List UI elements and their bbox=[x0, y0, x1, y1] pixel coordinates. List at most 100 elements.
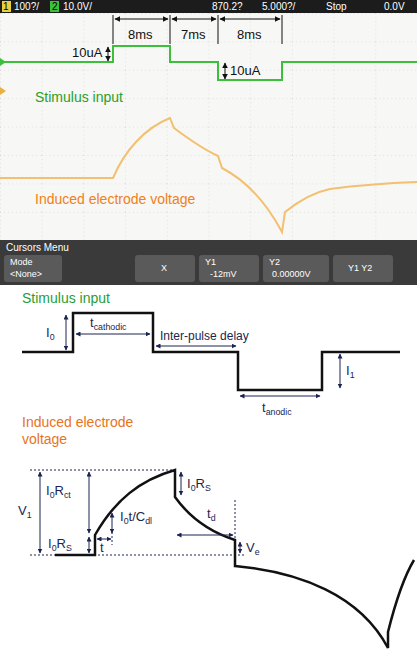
label-group: 7ms bbox=[181, 28, 206, 41]
voltage-waveform bbox=[55, 470, 414, 648]
scope-menu-bar bbox=[0, 240, 417, 285]
annotation-label: 5.000?/ bbox=[262, 1, 295, 12]
scope-screen bbox=[0, 13, 417, 240]
stimulus-trace bbox=[0, 46, 417, 80]
annotation-label: 10.0V/ bbox=[63, 1, 92, 12]
label-group: Inter-pulse delay bbox=[160, 330, 249, 342]
label-group: I1 bbox=[346, 364, 355, 377]
label-group: 0.0V bbox=[384, 2, 405, 12]
label-group: 0.00000V bbox=[272, 270, 311, 279]
label-group: 8ms bbox=[237, 28, 262, 41]
label-group: 100?/ bbox=[14, 2, 39, 12]
label-group: Induced electrode voltage bbox=[35, 192, 195, 206]
annotation-label: I bbox=[187, 476, 191, 491]
annotation-label: Inter-pulse delay bbox=[160, 329, 249, 343]
label-group: -12mV bbox=[210, 270, 237, 279]
annotation-label: 870.2? bbox=[212, 1, 243, 12]
label-group: 10.0V/ bbox=[63, 2, 92, 12]
label-group: I0 bbox=[46, 326, 55, 339]
label-group: Induced electrode voltage bbox=[22, 414, 157, 448]
subscript-label: 0 bbox=[50, 332, 55, 342]
subscript-label: 0 bbox=[50, 490, 55, 500]
subscript-label: 0 bbox=[124, 516, 129, 526]
annotation-label: t bbox=[90, 315, 94, 330]
annotation-label: Stimulus input bbox=[22, 290, 110, 306]
label-group: V1 bbox=[18, 504, 32, 517]
annotation-label: 8ms bbox=[237, 27, 262, 42]
label-group: Mode bbox=[10, 258, 33, 267]
label-group: tcathodic bbox=[90, 316, 127, 329]
annotation-label: 8ms bbox=[128, 27, 153, 42]
annotation-label: 2 bbox=[52, 1, 58, 12]
subscript-label: dl bbox=[145, 516, 152, 526]
annotation-label: 0.0V bbox=[384, 1, 405, 12]
label-group: 870.2? bbox=[212, 2, 243, 12]
annotation-label: <None> bbox=[10, 269, 42, 279]
annotation-label: V bbox=[246, 540, 255, 555]
subscript-label: anodic bbox=[266, 407, 292, 417]
subscript-label: cathodic bbox=[94, 322, 127, 332]
label-group: Stimulus input bbox=[22, 291, 110, 305]
annotation-label: Y1 Y2 bbox=[348, 263, 372, 273]
annotation-label: t bbox=[207, 506, 211, 521]
annotation-label: t bbox=[262, 400, 266, 415]
subscript-label: d bbox=[211, 513, 216, 523]
label-group: Y1 bbox=[205, 258, 216, 267]
annotation-label: Stimulus input bbox=[35, 89, 123, 105]
label-group: Stimulus input bbox=[35, 90, 123, 104]
annotation-label: -12mV bbox=[210, 269, 237, 279]
annotation-label: R bbox=[57, 536, 66, 551]
subscript-label: 0 bbox=[52, 543, 57, 553]
annotation-label: 10uA bbox=[72, 45, 102, 60]
scope-status-bar bbox=[0, 0, 417, 13]
annotation-label: Induced electrode voltage bbox=[22, 414, 133, 447]
annotation-label: R bbox=[55, 483, 64, 498]
voltage-trace bbox=[0, 118, 417, 232]
label-group: tanodic bbox=[262, 401, 292, 414]
label-group: 10uA bbox=[72, 46, 102, 59]
annotation-label: 0.00000V bbox=[272, 269, 311, 279]
label-group: <None> bbox=[10, 270, 42, 279]
label-group: I0RS bbox=[48, 537, 72, 550]
label-group: t bbox=[100, 541, 104, 554]
subscript-label: 1 bbox=[27, 510, 32, 520]
label-group: 10uA bbox=[230, 64, 260, 77]
label-group: Y2 bbox=[269, 258, 280, 267]
annotation-label: I bbox=[46, 325, 50, 340]
annotation-label: Mode bbox=[10, 257, 33, 267]
label-group: 5.000?/ bbox=[262, 2, 295, 12]
annotation-label: t bbox=[100, 540, 104, 555]
annotation-label: I bbox=[120, 509, 124, 524]
annotation-label: V bbox=[18, 503, 27, 518]
annotation-label: 1 bbox=[3, 1, 9, 12]
subscript-label: S bbox=[66, 543, 72, 553]
annotation-label: 100?/ bbox=[14, 1, 39, 12]
label-group: 2 bbox=[52, 2, 58, 12]
annotation-label: Stop bbox=[326, 1, 347, 12]
label-group: Stop bbox=[326, 2, 347, 12]
annotation-label: Cursors Menu bbox=[6, 242, 69, 253]
subscript-label: ct bbox=[64, 490, 71, 500]
annotation-label: Y1 bbox=[205, 257, 216, 267]
annotation-label: X bbox=[161, 263, 167, 273]
label-group: 1 bbox=[3, 2, 9, 12]
subscript-label: 0 bbox=[191, 483, 196, 493]
label-group: I0RS bbox=[187, 477, 211, 490]
subscript-label: e bbox=[255, 547, 260, 557]
annotation-label: t/C bbox=[129, 509, 146, 524]
stimulus-waveform bbox=[22, 313, 400, 390]
subscript-label: 1 bbox=[350, 370, 355, 380]
subscript-label: S bbox=[205, 483, 211, 493]
label-group: I0t/Cdl bbox=[120, 510, 152, 523]
label-group: td bbox=[207, 507, 216, 520]
label-group: Ve bbox=[246, 541, 260, 554]
annotation-label: Y2 bbox=[269, 257, 280, 267]
annotation-label: 10uA bbox=[230, 63, 260, 78]
label-group: 8ms bbox=[128, 28, 153, 41]
label-group: X bbox=[161, 264, 167, 273]
annotation-label: Induced electrode voltage bbox=[35, 191, 195, 207]
label-group: Y1 Y2 bbox=[348, 264, 372, 273]
annotation-label: I bbox=[346, 363, 350, 378]
annotation-label: 7ms bbox=[181, 27, 206, 42]
annotation-label: I bbox=[46, 483, 50, 498]
